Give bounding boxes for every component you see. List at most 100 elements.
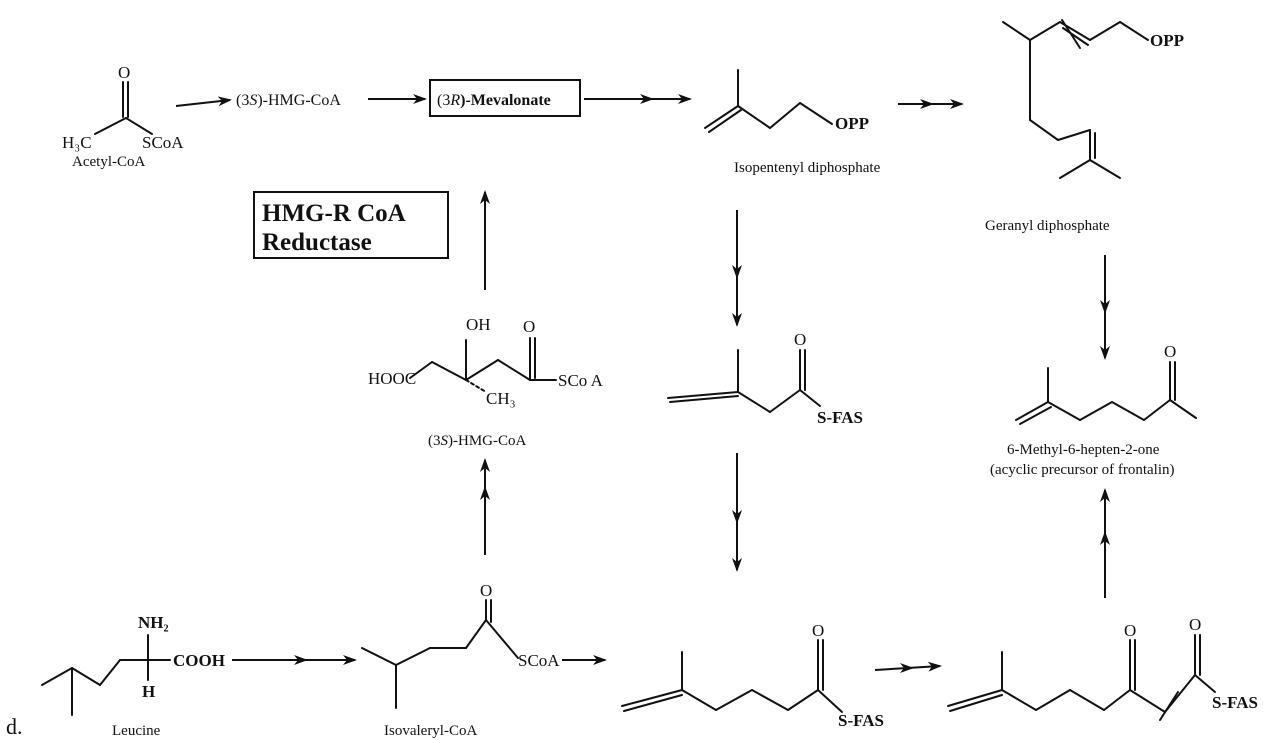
bond (361, 647, 397, 666)
bond (667, 391, 739, 399)
bond (1002, 21, 1031, 41)
bond (681, 689, 717, 711)
methylheptenone-structure: O (1015, 342, 1197, 425)
arrow-head-extra (640, 94, 654, 104)
bond (817, 689, 843, 713)
acetyl-coa-label: Acetyl-CoA (72, 154, 145, 170)
bond (41, 667, 73, 686)
oxygen-atom: O (118, 63, 130, 82)
bond (71, 667, 101, 686)
bond (737, 391, 771, 413)
bond (125, 117, 153, 135)
bond (769, 102, 801, 129)
carboxyl-group: COOH (173, 651, 225, 670)
oxygen-atom: O (812, 621, 824, 640)
methyl-group: CH₃ (486, 389, 516, 408)
arrow-acetyl-to-hmgcoa (175, 96, 232, 107)
bond (1089, 159, 1121, 179)
oxygen-atom: O (794, 330, 806, 349)
hmg-coa-structure: HOOC OH O CH₃ SCo A (368, 315, 604, 408)
arrow-head-extra (900, 663, 914, 673)
arrow-head-extra (732, 265, 742, 279)
scoa-group: SCoA (142, 133, 184, 152)
leucine-structure: NH₂ COOH H (41, 613, 225, 716)
hmg-coa-mid-label: (3S)-HMG-CoA (428, 433, 526, 449)
oxygen-atom: O (523, 317, 535, 336)
fas-group: S-FAS (817, 408, 863, 427)
bond (465, 619, 487, 649)
bond (1194, 674, 1216, 693)
bond (769, 389, 801, 413)
arrow-head-extra (1100, 300, 1110, 314)
amino-group: NH₂ (138, 613, 169, 632)
scoa-group: SCoA (518, 651, 560, 670)
bond (1129, 689, 1166, 713)
bond (431, 361, 467, 381)
gpp-label: Geranyl diphosphate (985, 218, 1110, 234)
mevalonate-box (429, 79, 581, 117)
bond (669, 395, 739, 403)
enzyme-name-line1: HMG-R CoA (262, 200, 406, 227)
oxygen-atom: O (1189, 615, 1201, 634)
bond (949, 694, 1003, 712)
bond (799, 102, 833, 125)
bond (1047, 401, 1081, 421)
bond (1059, 159, 1091, 179)
hmg-coa-top-label: (3S)-HMG-CoA (236, 92, 341, 109)
arrow-head-extra (732, 510, 742, 524)
methylhexenoyl-fas-structure: O S-FAS (621, 621, 884, 730)
fas-group: S-FAS (1212, 693, 1258, 712)
bond (1057, 129, 1091, 141)
bond (737, 105, 771, 129)
oxygen-atom: O (1124, 621, 1136, 640)
bond (751, 689, 789, 711)
gpp-structure: OPP (1002, 19, 1184, 179)
arrow-head-extra (920, 99, 934, 109)
arrow-head-extra (294, 655, 308, 665)
product-name-line2: (acyclic precursor of frontalin) (990, 462, 1175, 478)
bond (409, 361, 433, 379)
bond (1015, 401, 1049, 421)
bond (1035, 689, 1071, 711)
bond (465, 379, 487, 393)
bond (1001, 689, 1037, 711)
oxygen-atom: O (480, 581, 492, 600)
bond (621, 689, 683, 707)
ipp-structure: OPP (704, 69, 869, 133)
mevalonate-label: (3R)-Mevalonate (437, 92, 551, 109)
bond (1119, 21, 1149, 41)
bond (1029, 21, 1061, 41)
isovaleryl-coa-structure: O SCoA (361, 581, 560, 709)
diphosphate-group: OPP (1150, 31, 1184, 50)
hydrogen-atom: H (142, 682, 155, 701)
arrow-head-extra (480, 486, 490, 500)
scoa-group: SCo A (558, 371, 604, 390)
bond (1089, 21, 1121, 41)
panel-label: d. (6, 714, 23, 739)
acetyl-coa-structure: O H₃C SCoA (62, 63, 184, 152)
bond (799, 389, 821, 407)
bond (1019, 406, 1052, 425)
methylbutenoyl-fas-structure: O S-FAS (667, 330, 863, 427)
bond (1062, 27, 1089, 46)
bond (1103, 689, 1131, 711)
bond (623, 694, 683, 712)
bond (1079, 401, 1113, 421)
bond (465, 359, 499, 381)
bond (708, 109, 742, 133)
isovaleryl-coa-label: Isovaleryl-CoA (384, 723, 477, 739)
enzyme-name-line2: Reductase (262, 229, 372, 256)
bond (1029, 119, 1059, 141)
leucine-label: Leucine (112, 723, 161, 739)
fas-group: S-FAS (838, 711, 884, 730)
bond (1169, 399, 1197, 419)
cleavage-mark (1159, 691, 1179, 721)
bond (947, 689, 1003, 707)
bond (715, 689, 753, 711)
hydroxyl-group: OH (466, 315, 491, 334)
bond (787, 689, 819, 711)
oxygen-atom: O (1164, 342, 1176, 361)
methyl-group: H₃C (62, 133, 92, 152)
